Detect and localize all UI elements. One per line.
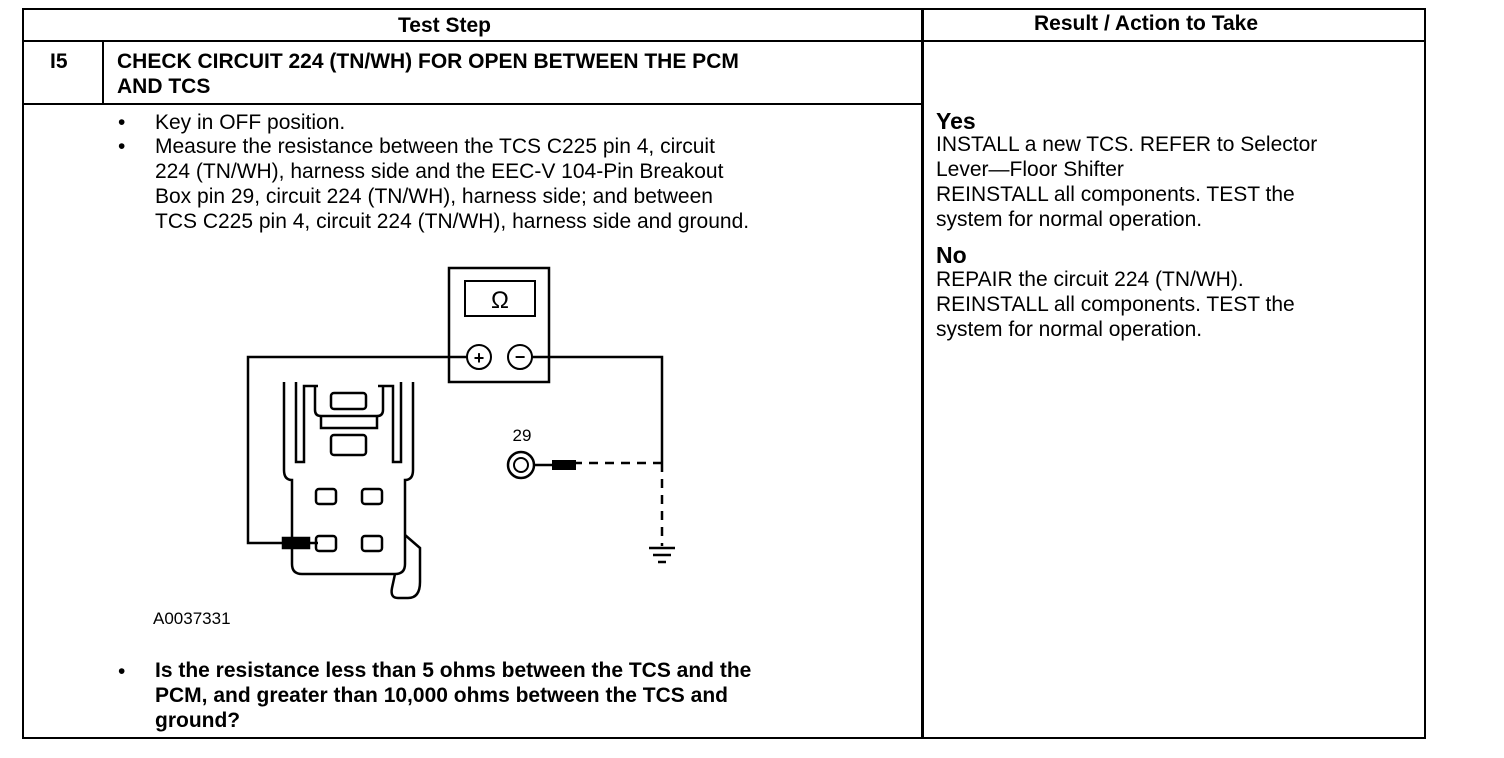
header-divider [22,40,1426,42]
breakout-box-pin-29: 29 [506,426,576,480]
result-no-line-1: REPAIR the circuit 224 (TN/WH). [936,268,1244,291]
table-border-bottom [22,737,1426,739]
step-bullet-1: Key in OFF position. [155,111,346,134]
result-no-line-3: system for normal operation. [936,318,1203,341]
ohmmeter: Ω + − [447,266,551,384]
step-id-divider [102,42,104,104]
result-yes-label: Yes [936,108,976,134]
bullet-marker-2: • [118,135,126,158]
ground-symbol [649,546,675,564]
pin-29-label: 29 [513,426,532,445]
question-line-2: PCM, and greater than 10,000 ohms betwee… [155,684,728,707]
table-border-top [22,8,1426,10]
figure-id: A0037331 [153,609,231,628]
ohm-symbol: Ω [491,287,509,314]
header-result-action: Result / Action to Take [1034,12,1259,35]
table-border-right [1424,8,1426,739]
step-bullet-2-line-2: 224 (TN/WH), harness side and the EEC-V … [155,160,724,183]
step-bullet-2-line-1: Measure the resistance between the TCS C… [155,135,715,158]
bullet-marker-3: • [118,660,126,683]
positive-lead [246,355,467,550]
plus-sign: + [474,348,485,368]
bullet-marker-1: • [118,111,126,134]
minus-sign: − [515,347,526,367]
step-bullet-2-line-4: TCS C225 pin 4, circuit 224 (TN/WH), har… [155,210,750,233]
result-yes-line-1: INSTALL a new TCS. REFER to Selector [936,133,1318,156]
result-yes-line-3: REINSTALL all components. TEST the [936,183,1295,206]
table-border-left [22,8,24,739]
header-test-step: Test Step [398,14,491,37]
result-yes-line-2: Lever—Floor Shifter [936,158,1124,181]
result-no-line-2: REINSTALL all components. TEST the [936,293,1295,316]
step-title-line-1: CHECK CIRCUIT 224 (TN/WH) FOR OPEN BETWE… [117,50,739,73]
column-divider [921,8,924,739]
step-id: I5 [50,50,68,73]
result-yes-line-4: system for normal operation. [936,208,1203,231]
question-line-3: ground? [155,709,241,732]
step-bullet-2-line-3: Box pin 29, circuit 224 (TN/WH), harness… [155,185,713,208]
tcs-connector-c225 [282,382,422,600]
question-line-1: Is the resistance less than 5 ohms betwe… [155,659,752,682]
result-no-label: No [936,242,967,268]
negative-lead [532,355,664,546]
title-divider [22,103,923,105]
step-title-line-2: AND TCS [117,75,211,98]
